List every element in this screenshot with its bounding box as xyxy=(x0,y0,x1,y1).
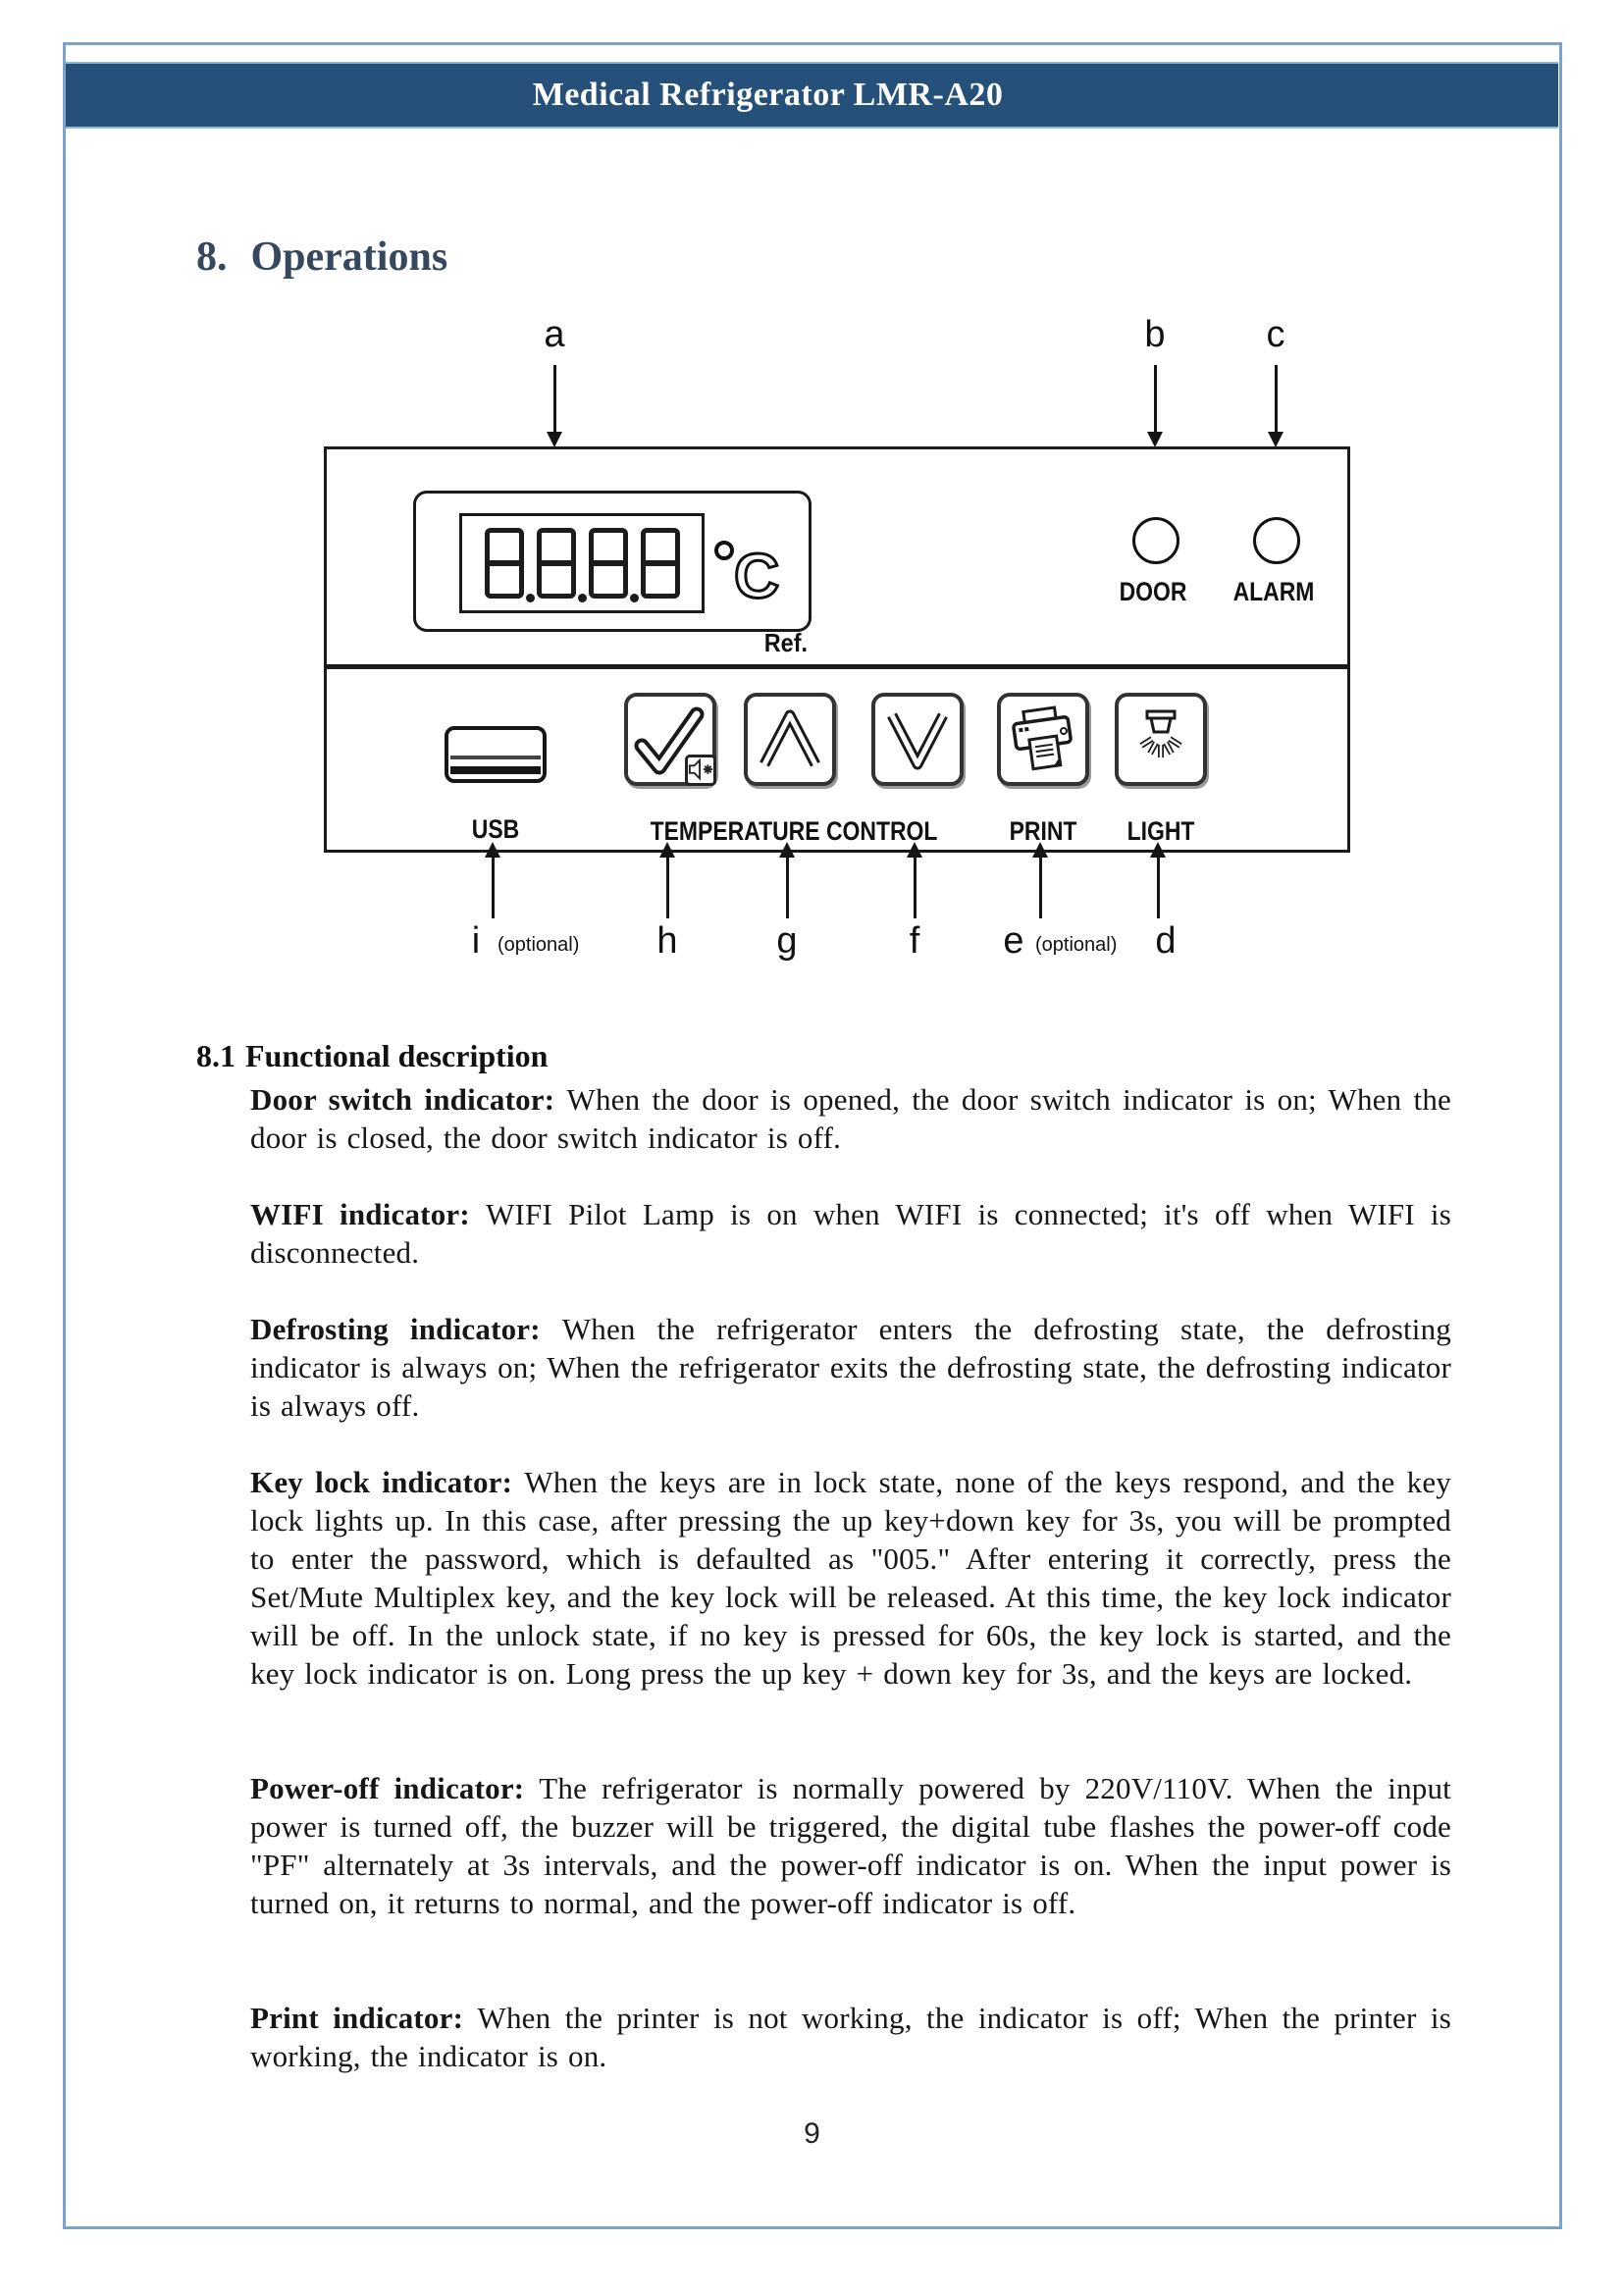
callout-i-note: (optional) xyxy=(498,934,580,956)
callout-b-arrow xyxy=(1154,365,1157,432)
section-heading: 8. Operations xyxy=(196,234,447,281)
callout-e: e xyxy=(1003,920,1024,962)
seven-segment-digit xyxy=(536,528,576,599)
callout-i-arrow xyxy=(492,858,495,918)
callout-c: c xyxy=(1266,314,1285,355)
paragraph-door-switch: Door switch indicator:When the door is o… xyxy=(250,1082,1451,1155)
seven-segment-digit xyxy=(588,528,628,599)
celsius-icon: C xyxy=(714,540,781,611)
lamp-icon xyxy=(1139,709,1182,757)
page-number: 9 xyxy=(804,2117,820,2150)
callout-b: b xyxy=(1144,314,1166,355)
control-panel-diagram: C Ref. DOOR ALARM USB xyxy=(324,446,1350,853)
up-button xyxy=(744,693,836,786)
paragraph-key-lock: Key lock indicator:When the keys are in … xyxy=(250,1465,1451,1691)
decimal-point xyxy=(577,594,587,602)
seven-segment-display xyxy=(459,513,705,613)
section-number: 8. xyxy=(196,235,228,280)
temperature-control-label: TEMPERATURE CONTROL xyxy=(650,816,938,846)
down-button xyxy=(871,693,964,786)
callout-e-arrow xyxy=(1039,858,1042,918)
seven-segment-digit xyxy=(484,528,524,599)
light-button xyxy=(1115,693,1207,786)
section-title: Operations xyxy=(250,235,448,280)
ref-label: Ref. xyxy=(763,628,808,657)
panel-divider xyxy=(327,664,1347,669)
paragraph-print: Print indicator:When the printer is not … xyxy=(250,2001,1451,2073)
callout-g: g xyxy=(776,920,798,962)
callout-a-arrow xyxy=(553,365,556,432)
alarm-label: ALARM xyxy=(1232,577,1315,606)
usb-label: USB xyxy=(471,814,520,844)
door-indicator-led xyxy=(1132,517,1179,564)
callout-d: d xyxy=(1155,920,1177,962)
paragraph-defrosting: Defrosting indicator:When the refrigerat… xyxy=(250,1312,1451,1423)
mute-icon xyxy=(685,755,716,786)
print-label: PRINT xyxy=(1009,816,1077,846)
chevron-down-icon xyxy=(887,711,948,769)
subsection-number: 8.1 xyxy=(196,1038,236,1073)
subsection-heading: 8.1 Functional description xyxy=(196,1038,548,1074)
callout-f-arrow xyxy=(914,858,917,918)
chevron-up-icon xyxy=(760,709,820,767)
svg-text:C: C xyxy=(734,541,779,611)
paragraph-power-off: Power-off indicator:The refrigerator is … xyxy=(250,1771,1451,1920)
set-mute-button xyxy=(624,693,716,786)
callout-e-note: (optional) xyxy=(1035,934,1118,956)
callout-a: a xyxy=(544,314,565,355)
printer-icon xyxy=(1012,704,1073,770)
decimal-point xyxy=(525,594,535,602)
callout-d-arrow xyxy=(1157,858,1160,918)
door-label: DOOR xyxy=(1119,577,1187,606)
callout-i: i xyxy=(471,920,481,962)
decimal-point xyxy=(629,594,639,602)
alarm-indicator-led xyxy=(1253,517,1300,564)
usb-port-icon xyxy=(445,726,547,783)
header-band: Medical Refrigerator LMR-A20 xyxy=(66,62,1558,129)
document-title: Medical Refrigerator LMR-A20 xyxy=(532,77,1004,113)
subsection-title: Functional description xyxy=(245,1038,549,1073)
display-housing: C xyxy=(413,491,812,632)
callout-c-arrow xyxy=(1275,365,1278,432)
paragraph-wifi: WIFI indicator:WIFI Pilot Lamp is on whe… xyxy=(250,1197,1452,1270)
seven-segment-digit xyxy=(640,528,680,599)
print-button xyxy=(997,693,1089,786)
callout-g-arrow xyxy=(786,858,789,918)
callout-h-arrow xyxy=(666,858,669,918)
callout-h: h xyxy=(656,920,678,962)
light-label: LIGHT xyxy=(1126,816,1195,846)
checkmark-icon xyxy=(634,706,705,774)
callout-f: f xyxy=(909,920,920,962)
